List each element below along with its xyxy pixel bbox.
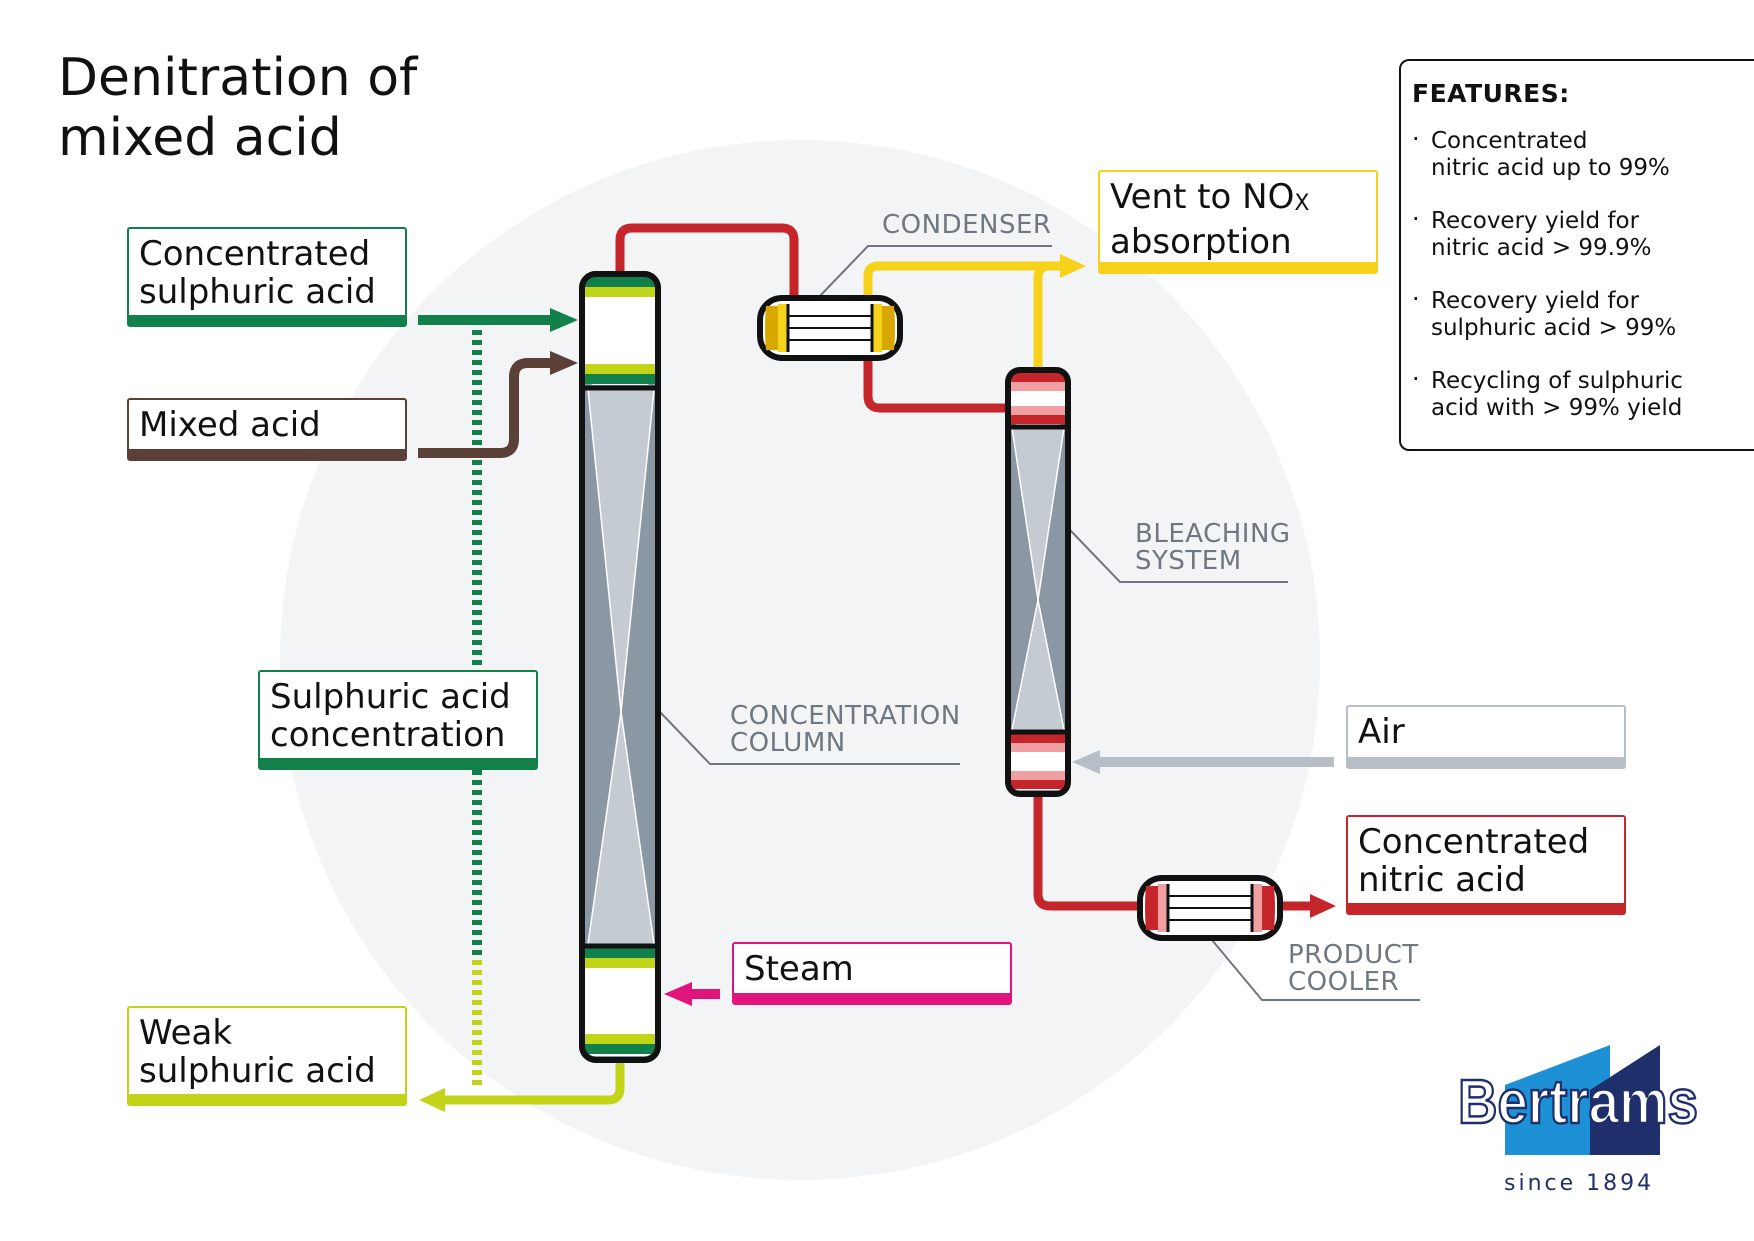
product-cooler (1137, 875, 1283, 941)
air-arrow (1072, 750, 1100, 774)
box-line: absorption (1110, 222, 1292, 262)
feature-item: Concentrated nitric acid up to 99% (1412, 126, 1754, 182)
logo-blue-shape (1505, 1045, 1610, 1155)
features-title: FEATURES: (1412, 79, 1570, 108)
box-concentrated-sulphuric-acid: Concentrated sulphuric acid (127, 227, 407, 327)
box-line: Mixed acid (139, 405, 321, 445)
condensate-pipe (863, 355, 1008, 413)
logo-graphic: Bertrams since 1894 (1457, 1045, 1699, 1195)
label-line: CONCENTRATION (730, 701, 961, 731)
recycle-line-lower (472, 960, 482, 1085)
feature-item: Recovery yield for sulphuric acid > 99% (1412, 286, 1754, 342)
mixed-acid-pipe (418, 358, 550, 458)
title-line-1: Denitration of (58, 48, 418, 108)
label-condenser: CONDENSER (882, 212, 1051, 239)
box-line: Air (1358, 712, 1405, 752)
label-line: PRODUCT (1288, 940, 1419, 970)
box-line: Concentrated (1358, 822, 1590, 862)
label-concentration-column: CONCENTRATION COLUMN (730, 703, 961, 757)
feature-item: Recovery yield for nitric acid > 99.9% (1412, 206, 1754, 262)
bleaching-column (1005, 367, 1071, 797)
box-line: Concentrated (139, 234, 371, 274)
vent-text: Vent to NO (1110, 177, 1295, 217)
box-line: concentration (270, 715, 506, 755)
weak-acid-arrow (419, 1088, 445, 1112)
logo-tagline: since 1894 (1504, 1171, 1654, 1195)
overhead-pipe (615, 223, 799, 298)
bleaching-leader (1069, 529, 1288, 583)
feature-line: acid with > 99% yield (1431, 395, 1683, 421)
feature-line: Recycling of sulphuric (1431, 368, 1683, 394)
logo-navy-shape (1590, 1045, 1660, 1155)
box-concentrated-nitric-acid: Concentrated nitric acid (1346, 815, 1626, 915)
concentration-column (579, 271, 661, 1063)
label-bleaching-system: BLEACHING SYSTEM (1135, 521, 1291, 575)
title-line-2: mixed acid (58, 108, 342, 168)
feature-line: Recovery yield for (1431, 288, 1640, 314)
box-line: nitric acid (1358, 860, 1526, 900)
box-line: sulphuric acid (139, 272, 376, 312)
box-mixed-acid: Mixed acid (127, 398, 407, 461)
steam-arrow (664, 982, 692, 1006)
vent-pipe-2 (1033, 261, 1051, 370)
sulphuric-feed-arrow (550, 308, 578, 332)
feature-line: sulphuric acid > 99% (1431, 315, 1677, 341)
mixed-acid-arrow (550, 351, 578, 375)
box-vent-to-nox-absorption: Vent to NOX absorption (1098, 170, 1378, 274)
box-line: Sulphuric acid (270, 677, 511, 717)
product-arrow (1310, 894, 1336, 918)
bertrams-logo: Bertrams since 1894 (1450, 1035, 1710, 1195)
cooler-leader (1211, 939, 1420, 1001)
vent-arrow (1060, 254, 1086, 278)
feature-line: Concentrated (1431, 128, 1588, 154)
box-line: Vent to NOX (1110, 178, 1366, 223)
box-line: Weak (139, 1013, 233, 1053)
features-panel: FEATURES: Concentrated nitric acid up to… (1399, 59, 1754, 451)
feature-line: nitric acid > 99.9% (1431, 235, 1652, 261)
box-line: sulphuric acid (139, 1051, 376, 1091)
logo-wordmark: Bertrams (1458, 1068, 1698, 1137)
label-line: CONDENSER (882, 210, 1052, 240)
feature-line: nitric acid up to 99% (1431, 155, 1670, 181)
vent-subscript: X (1294, 191, 1310, 216)
vent-pipe (863, 261, 1060, 298)
product-pipe (1033, 790, 1142, 911)
box-weak-sulphuric-acid: Weak sulphuric acid (127, 1006, 407, 1106)
condenser (757, 295, 903, 361)
feature-line: Recovery yield for (1431, 208, 1640, 234)
label-product-cooler: PRODUCT COOLER (1288, 942, 1419, 996)
box-air: Air (1346, 705, 1626, 769)
label-line: SYSTEM (1135, 546, 1242, 576)
box-steam: Steam (732, 942, 1012, 1005)
feature-item: Recycling of sulphuric acid with > 99% y… (1412, 366, 1754, 422)
condenser-leader (817, 245, 1052, 299)
weak-acid-pipe (445, 1058, 625, 1105)
label-line: COOLER (1288, 967, 1400, 997)
diagram-title: Denitration of mixed acid (58, 48, 578, 168)
label-line: COLUMN (730, 728, 846, 758)
box-line: Steam (744, 949, 854, 989)
box-sulphuric-acid-concentration: Sulphuric acid concentration (258, 670, 538, 770)
concentration-leader (659, 711, 960, 765)
label-line: BLEACHING (1135, 519, 1291, 549)
